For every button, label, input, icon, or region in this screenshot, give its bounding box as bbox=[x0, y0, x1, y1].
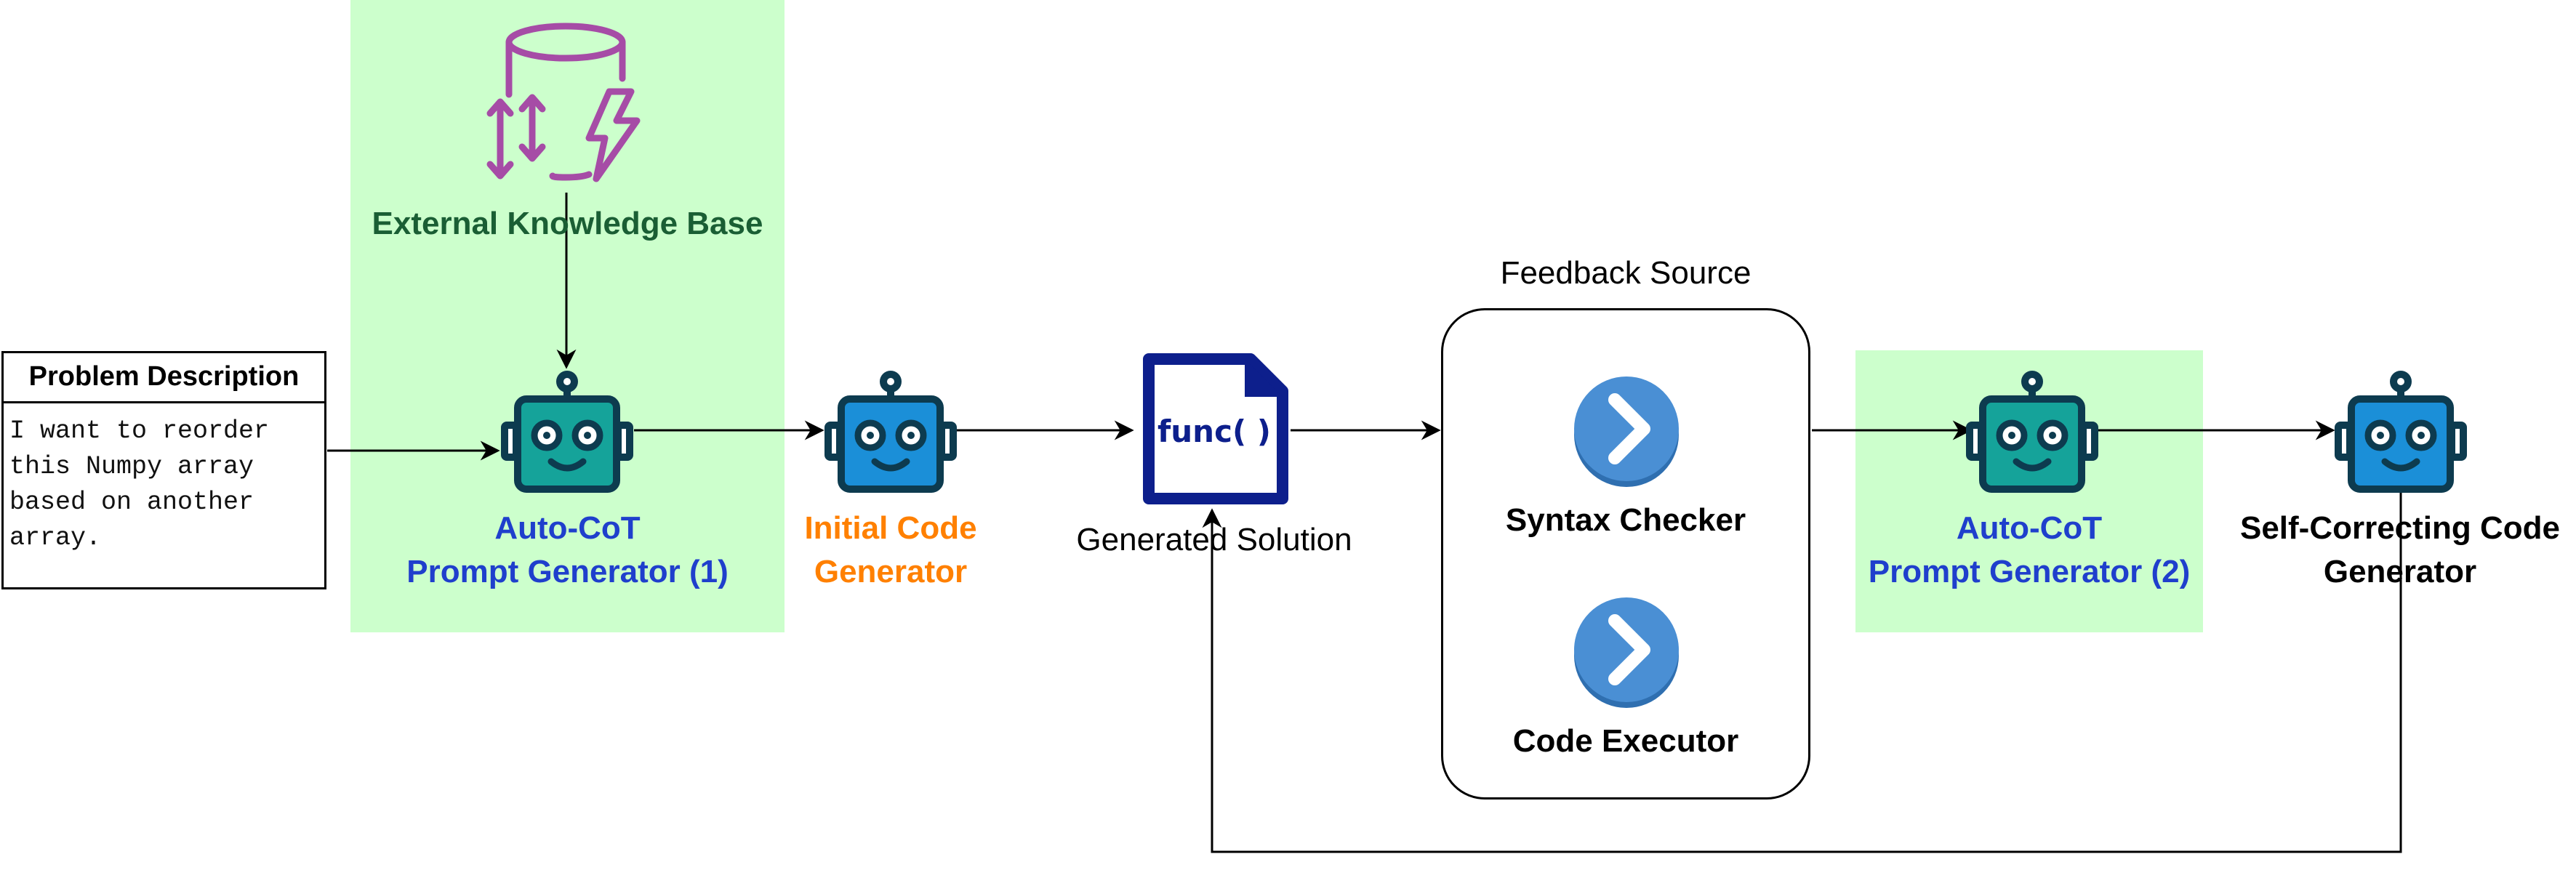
autocot2-label-line2: Prompt Generator (2) bbox=[1868, 554, 2191, 589]
problem-description-text: I want to reorder this Numpy array based… bbox=[9, 416, 270, 552]
self-correcting-label-line2: Generator bbox=[2323, 554, 2477, 589]
robot-icon bbox=[824, 371, 957, 493]
problem-description-box: Problem Description I want to reorder th… bbox=[1, 351, 326, 589]
code-executor-label: Code Executor bbox=[1512, 723, 1739, 759]
robot-icon bbox=[501, 371, 633, 493]
chevron-right-icon bbox=[1574, 376, 1679, 487]
autocot2-label-line1: Auto-CoT bbox=[1956, 510, 2103, 546]
robot-icon bbox=[2335, 371, 2467, 493]
robot-icon bbox=[1966, 371, 2098, 493]
autocot1-label-line1: Auto-CoT bbox=[494, 510, 641, 546]
initial-generator-label: Initial Code Generator bbox=[789, 507, 992, 594]
func-text: func( ) bbox=[1157, 414, 1271, 449]
self-correcting-label-line1: Self-Correcting Code bbox=[2239, 510, 2561, 546]
self-correcting-label: Self-Correcting Code Generator bbox=[2226, 507, 2574, 594]
edge-selfcorrect-loop-back bbox=[1202, 488, 2402, 853]
autocot2-label: Auto-CoT Prompt Generator (2) bbox=[1855, 507, 2203, 594]
autocot1-label: Auto-CoT Prompt Generator (1) bbox=[350, 507, 785, 594]
database-lightning-icon bbox=[486, 23, 641, 182]
syntax-checker-label: Syntax Checker bbox=[1505, 502, 1746, 538]
initial-generator-label-line1: Initial Code bbox=[804, 510, 977, 546]
feedback-source-title: Feedback Source bbox=[1500, 255, 1752, 291]
code-document-icon: func( ) bbox=[1143, 353, 1288, 504]
initial-generator-label-line2: Generator bbox=[814, 554, 968, 589]
external-knowledge-base-label: External Knowledge Base bbox=[372, 206, 763, 241]
autocot1-label-line2: Prompt Generator (1) bbox=[406, 554, 729, 589]
generated-solution-label: Generated Solution bbox=[1076, 522, 1352, 557]
chevron-right-icon bbox=[1574, 597, 1679, 708]
problem-description-title: Problem Description bbox=[4, 353, 324, 403]
